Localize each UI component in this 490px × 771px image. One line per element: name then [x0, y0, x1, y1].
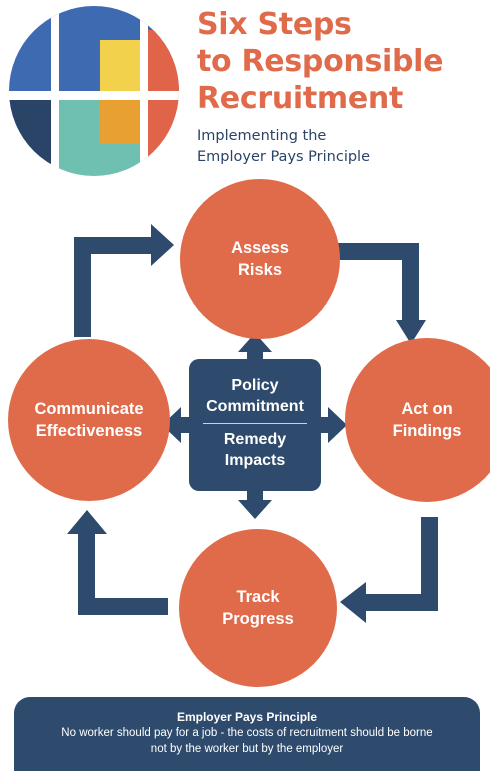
center-arrow-right [328, 407, 347, 443]
logo-yellow-block [100, 40, 140, 91]
arrow-to-assess [74, 224, 174, 337]
footer-banner: Employer Pays Principle No worker should… [14, 697, 480, 771]
arrow-to-act [338, 243, 426, 344]
page-subtitle: Implementing the Employer Pays Principle [197, 128, 371, 165]
page-title: Six Steps to Responsible Recruitment [197, 7, 444, 116]
arrow-to-track [340, 517, 438, 623]
policy-commitment: Policy Commitment [206, 377, 304, 415]
step-communicate-effectiveness: Communicate Effectiveness [8, 339, 170, 501]
center-arrow-up [238, 333, 272, 352]
center-arrows [162, 333, 347, 519]
arrow-to-communicate [67, 510, 168, 615]
footer-title: Employer Pays Principle [176, 710, 318, 724]
step-act-on-findings: Act on Findings [345, 338, 490, 502]
center-policy-box: Policy Commitment Remedy Impacts [189, 359, 321, 491]
step-assess-risks: Assess Risks [180, 179, 340, 339]
center-divider [203, 423, 307, 424]
remedy-impacts: Remedy Impacts [223, 431, 287, 469]
center-arrow-left [162, 407, 181, 443]
footer-text: No worker should pay for a job - the cos… [61, 727, 433, 755]
logo-orange-block [100, 100, 140, 144]
step-track-progress: Track Progress [179, 529, 337, 687]
center-arrow-down [238, 500, 272, 519]
